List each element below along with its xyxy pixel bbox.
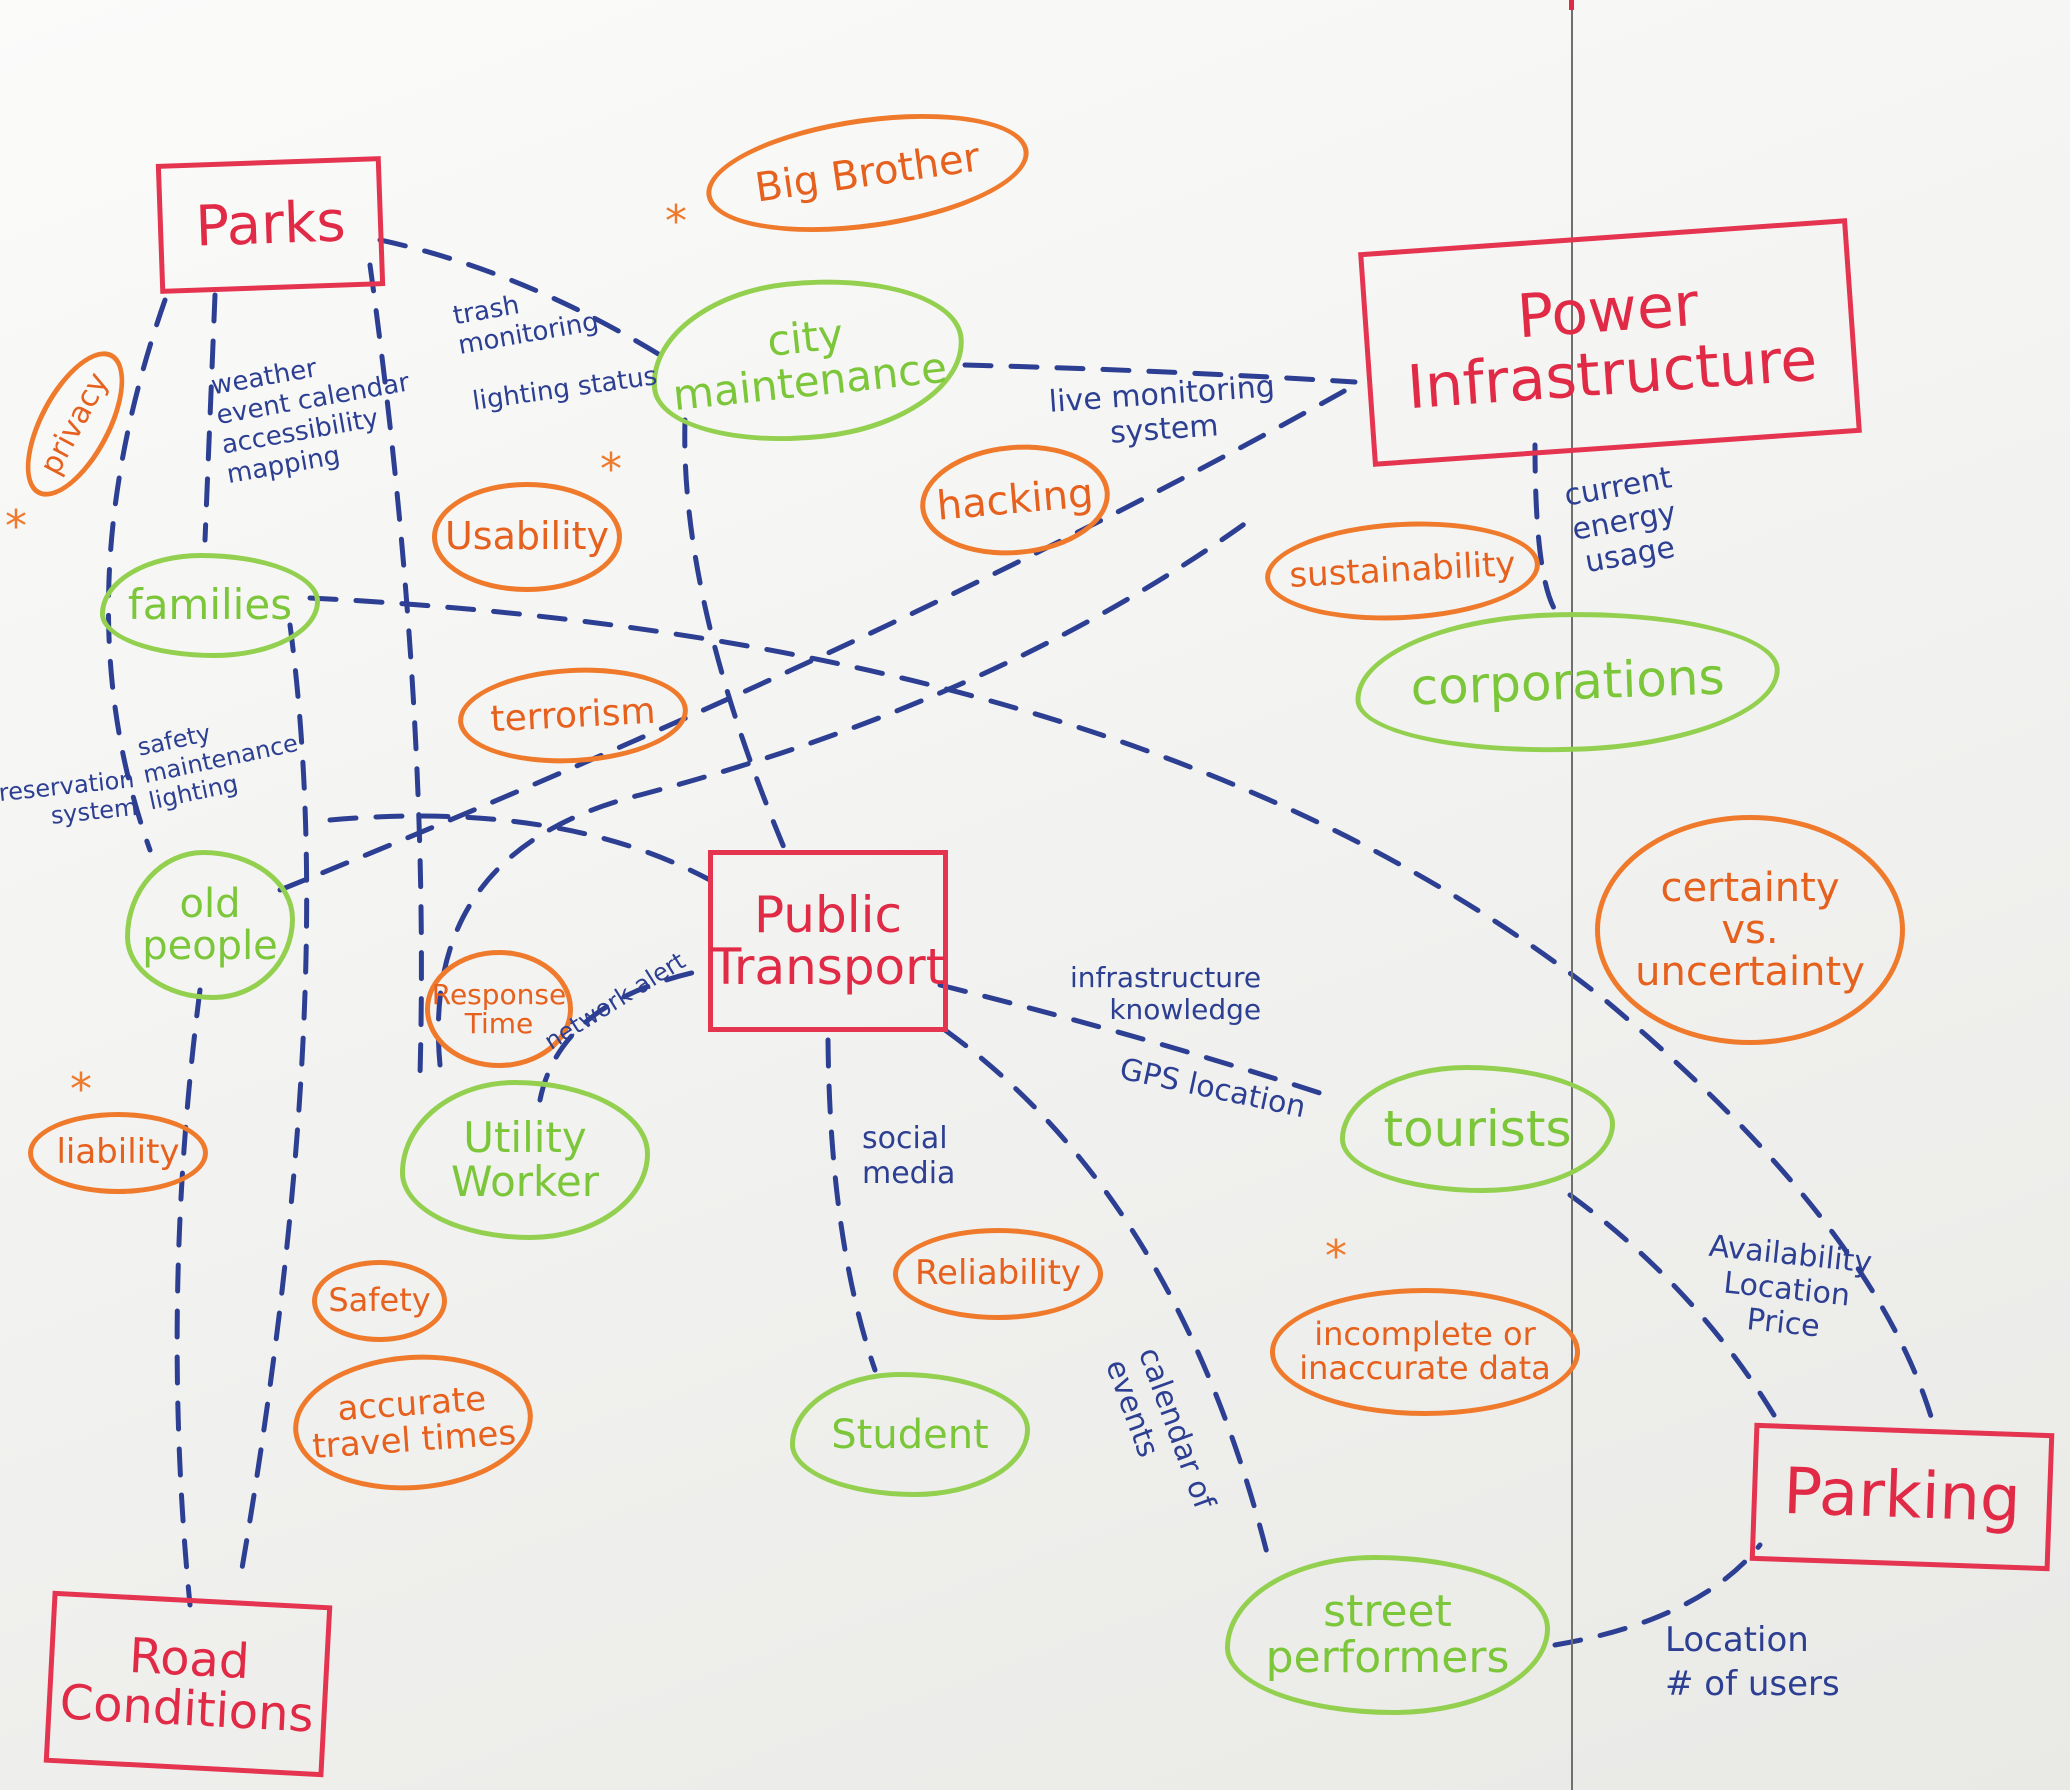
seam-marker [1569,0,1574,10]
concern-certainty-vs-uncertainty: certainty vs. uncertainty [1595,815,1905,1045]
concern-safety: Safety [312,1260,447,1342]
concern-reliability: Reliability [893,1228,1103,1320]
connector-families-road [237,622,310,1583]
connector-tourists-parking [1567,1192,1783,1428]
node-parking: Parking [1749,1422,2055,1572]
connector-city-maintenance-public-transport [682,417,788,853]
connector-parks-families [202,292,218,543]
concern-liability: liability [28,1112,208,1194]
connector-parks-utility-worker [367,262,424,1078]
connector-utility-worker-power [435,517,1253,1068]
connector-old-people-public-transport [327,813,713,883]
node-public-transport: Public Transport [708,850,948,1032]
connector-street-performers-parking [1552,1542,1763,1648]
star-big-brother: * [665,196,687,247]
node-student: Student [790,1372,1030,1497]
node-families: families [100,553,320,658]
star-privacy: * [5,501,27,552]
node-road-conditions: Road Conditions [43,1590,333,1778]
concern-response-time: Response Time [425,950,573,1068]
concern-incomplete-data: incomplete or inaccurate data [1270,1288,1580,1416]
connector-city-maintenance-power [962,362,1358,385]
node-tourists: tourists [1340,1065,1615,1193]
connector-public-transport-tourists [937,982,1338,1101]
annotation-infrastructure-knowledge: infrastructure knowledge [1070,961,1262,1027]
annotation-location-users: Location # of users [1665,1620,1840,1705]
connector-old-people-power [277,382,1358,893]
star-usability: * [600,444,622,495]
annotation-social-media: social media [862,1121,956,1191]
node-parks: Parks [155,156,386,294]
node-power-infrastructure: Power Infrastructure [1358,218,1862,467]
node-street-performers: street performers [1225,1555,1550,1715]
star-liability: * [70,1064,92,1115]
connector-old-people-road [174,987,203,1608]
connector-power-corporations [1532,442,1558,613]
star-incomplete-data: * [1325,1231,1347,1282]
connector-public-transport-street-performers [942,1027,1273,1568]
node-old-people: old people [125,850,295,1000]
connector-public-transport-student [825,1037,878,1373]
whiteboard-seam [1571,0,1573,1790]
connector-parks-city-maintenance [377,237,663,358]
annotation-availability-location-price: Availability Location Price [1707,1228,1874,1345]
node-utility-worker: Utility Worker [400,1080,650,1240]
connector-utility-worker-public-transport [537,967,708,1103]
connector-families-parking [307,595,1938,1433]
concern-usability: Usability [432,482,622,592]
annotation-current-energy-usage: current energy usage [1561,460,1679,581]
